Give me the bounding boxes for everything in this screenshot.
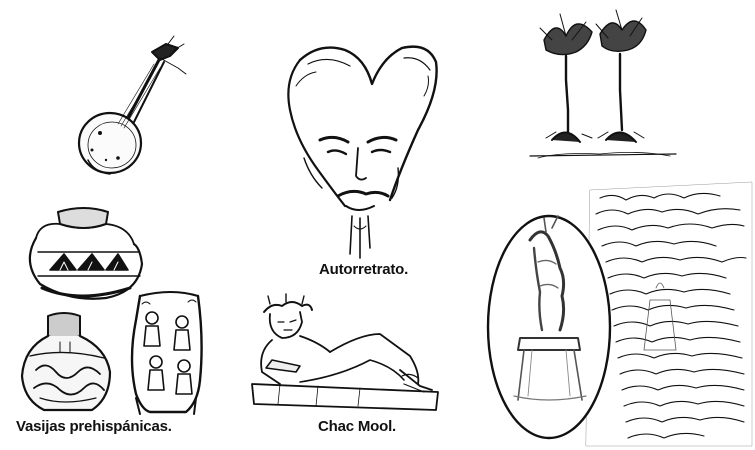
caption-autorretrato: Autorretrato. <box>319 261 409 278</box>
palm-trees-sketch <box>530 10 676 158</box>
chac-mool-sketch <box>252 294 438 410</box>
carved-vessel-sketch <box>132 292 202 414</box>
oval-vignette <box>488 216 610 438</box>
caption-vasijas: Vasijas prehispánicas. <box>16 418 172 435</box>
mandolin-sketch <box>79 36 186 174</box>
vase-sketch <box>22 313 110 410</box>
self-portrait-sketch <box>288 47 436 258</box>
round-vessel-sketch <box>30 208 142 299</box>
caption-chac-mool: Chac Mool. <box>318 418 397 435</box>
handwritten-letter-sketch <box>586 182 752 446</box>
